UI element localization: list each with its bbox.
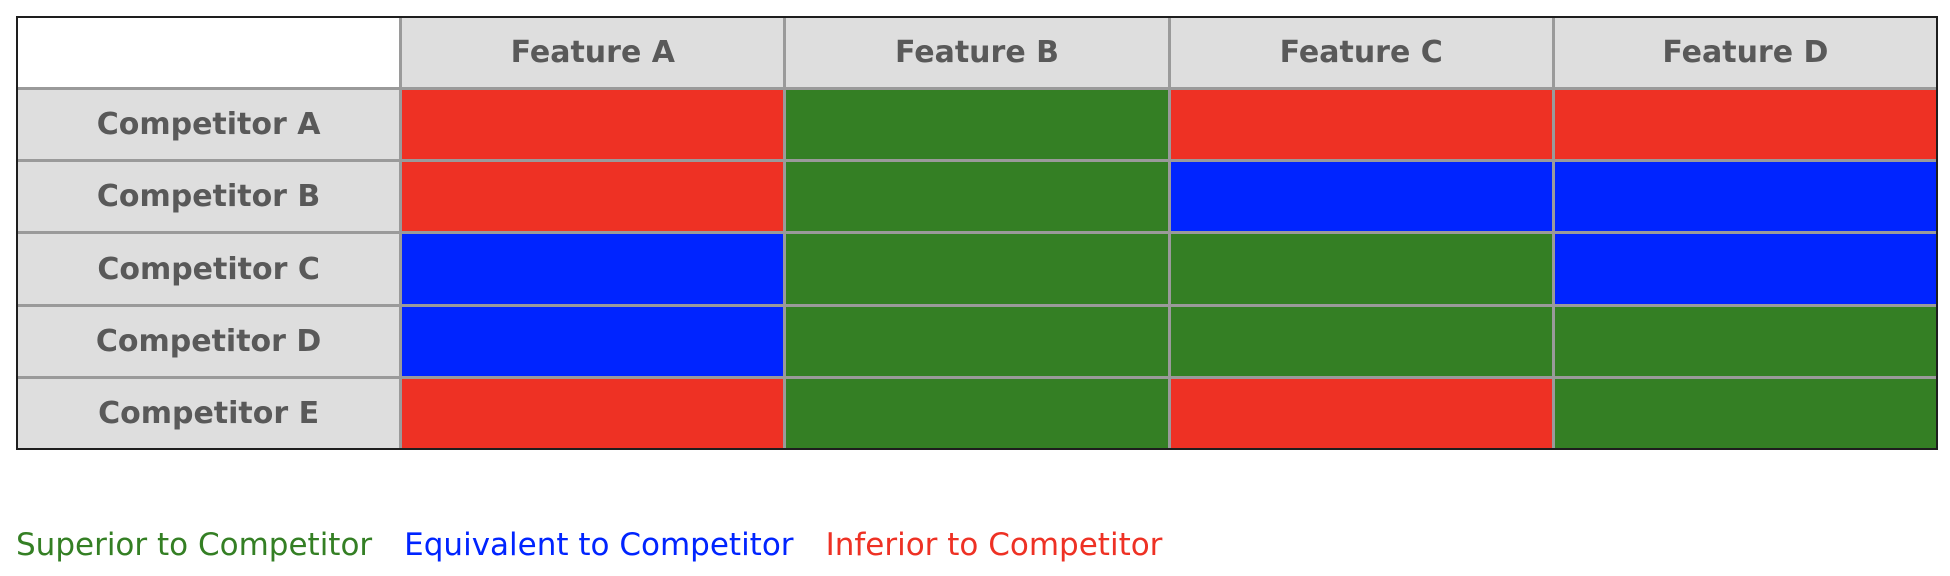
matrix-cell: [402, 162, 784, 232]
matrix-cell: [1170, 306, 1552, 376]
matrix-cell: [402, 90, 784, 160]
matrix-cell: [1554, 90, 1936, 160]
matrix-cell: [1554, 306, 1936, 376]
matrix-cell: [402, 378, 784, 448]
matrix-cell: [1554, 234, 1936, 304]
matrix-cell: [1554, 378, 1936, 448]
column-header: Feature D: [1554, 18, 1936, 88]
column-header: Feature A: [402, 18, 784, 88]
matrix-cell: [786, 306, 1168, 376]
legend-item-superior: Superior to Competitor: [16, 527, 373, 563]
row-header: Competitor C: [18, 234, 400, 304]
row-header: Competitor D: [18, 306, 400, 376]
matrix-cell: [402, 306, 784, 376]
legend: Superior to Competitor Equivalent to Comp…: [16, 527, 1162, 563]
legend-item-inferior: Inferior to Competitor: [825, 527, 1163, 563]
row-header: Competitor B: [18, 162, 400, 232]
row-header: Competitor A: [18, 90, 400, 160]
corner-cell: [18, 18, 400, 88]
matrix-cell: [1554, 162, 1936, 232]
row-header: Competitor E: [18, 378, 400, 448]
column-header: Feature C: [1170, 18, 1552, 88]
matrix-cell: [786, 162, 1168, 232]
matrix-cell: [786, 234, 1168, 304]
matrix-cell: [1170, 90, 1552, 160]
matrix-cell: [1170, 162, 1552, 232]
column-header: Feature B: [786, 18, 1168, 88]
matrix-cell: [786, 378, 1168, 448]
matrix-cell: [1170, 378, 1552, 448]
matrix-cell: [786, 90, 1168, 160]
matrix-cell: [1170, 234, 1552, 304]
matrix-cell: [402, 234, 784, 304]
legend-item-equivalent: Equivalent to Competitor: [404, 527, 794, 563]
